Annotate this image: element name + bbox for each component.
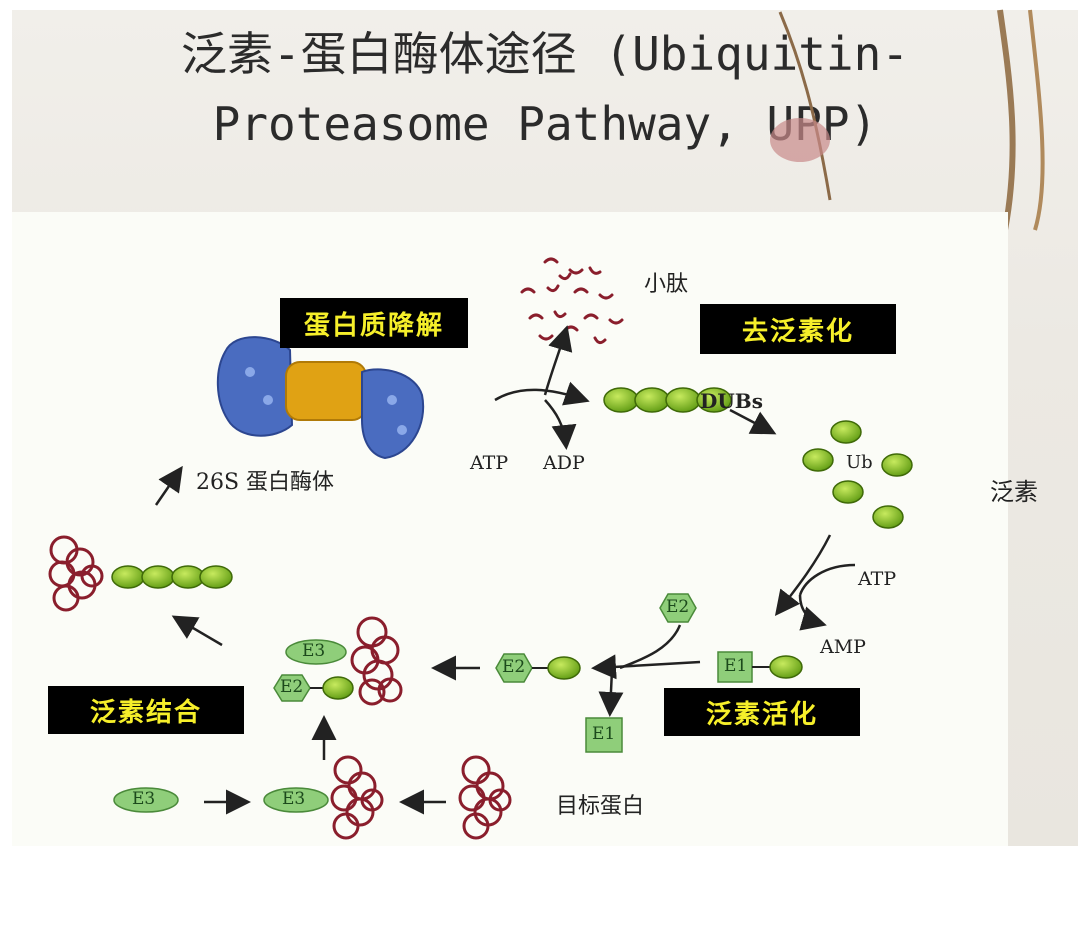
dubs-label: DUBs xyxy=(700,389,763,413)
e3-substrate-complex xyxy=(263,755,384,840)
stage-activation-label: 泛素活化 xyxy=(664,688,860,736)
chain-to-proteasome-arrow xyxy=(154,465,183,506)
small-peptides-label: 小肽 xyxy=(644,272,689,297)
e1-complex-text: E1 xyxy=(724,656,748,676)
target-protein-label: 目标蛋白 xyxy=(556,794,645,819)
free-ubiquitin-group xyxy=(802,420,913,529)
e2-complex-text-2: E2 xyxy=(280,677,304,697)
e3-substrate-text: E3 xyxy=(282,789,306,809)
ubiquitin-chain-top xyxy=(603,387,732,413)
atp-adp-reaction-arrow xyxy=(494,325,590,450)
proteasome-label: 26S 蛋白酶体 xyxy=(196,470,335,495)
e2-free-icon xyxy=(659,593,697,623)
atp-top-label: ATP xyxy=(470,452,509,474)
ub-label: Ub xyxy=(846,452,873,473)
e2-ubiquitin-complex xyxy=(495,653,581,683)
e3-complex-text: E3 xyxy=(302,641,326,661)
e1-released-text: E1 xyxy=(592,724,616,744)
polyubiquitinated-protein xyxy=(48,535,233,612)
stage-conjugation-label: 泛素结合 xyxy=(48,686,244,734)
small-peptides-icon xyxy=(520,257,624,345)
dubs-arrow xyxy=(729,408,777,435)
e3-free-text: E3 xyxy=(132,789,156,809)
atp-right-label: ATP xyxy=(858,568,897,590)
e1-released-icon xyxy=(585,717,623,753)
stage-deubiquitination-label: 去泛素化 xyxy=(700,304,896,354)
atp-amp-reaction-arrow xyxy=(774,534,856,631)
ubiquitin-side-label: 泛素 xyxy=(990,478,1038,506)
e3-e2-substrate-complex xyxy=(273,616,403,706)
title-line-1: 泛素-蛋白酶体途径 (Ubiquitin- xyxy=(180,27,910,81)
conjugation-to-chain-arrow xyxy=(171,615,223,647)
e1-ubiquitin-complex xyxy=(717,651,803,683)
adp-label: ADP xyxy=(543,452,585,474)
e1-e2-transfer-arrows xyxy=(591,624,701,717)
stage-degradation-label: 蛋白质降解 xyxy=(280,298,468,348)
amp-label: AMP xyxy=(820,636,866,658)
target-protein-icon xyxy=(458,755,512,840)
title-line-2: Proteasome Pathway, UPP) xyxy=(212,97,878,151)
e2-complex-text: E2 xyxy=(502,657,526,677)
e3-free-icon xyxy=(113,787,179,813)
e2-free-text: E2 xyxy=(666,597,690,617)
proteasome-26s-icon xyxy=(216,336,425,460)
